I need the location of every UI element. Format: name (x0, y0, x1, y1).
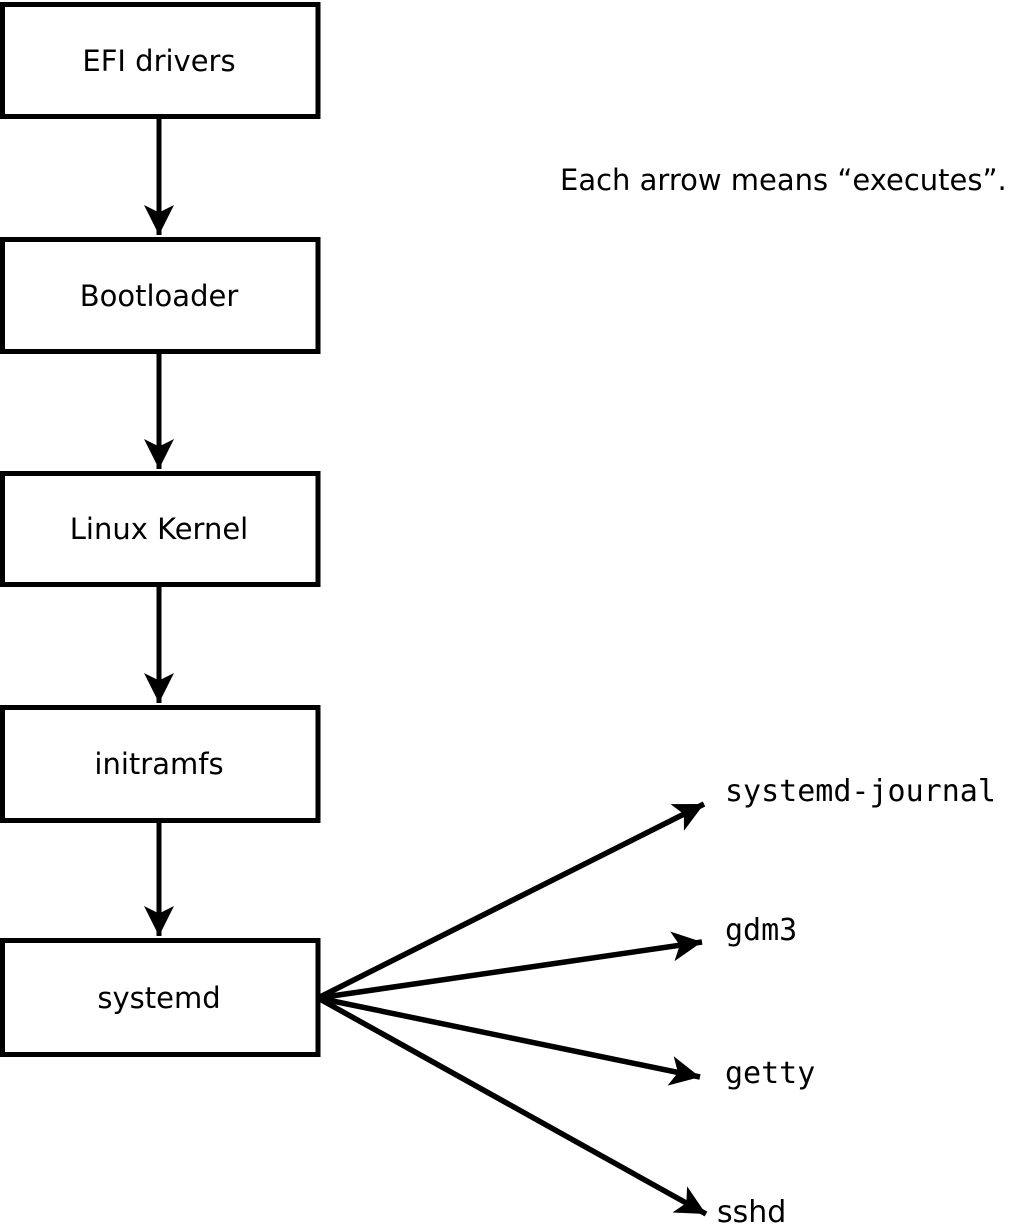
legend-note: Each arrow means “executes”. (560, 163, 1007, 197)
label-sshd: sshd (717, 1195, 786, 1230)
box-label-bootloader: Bootloader (80, 279, 239, 313)
node-systemd: systemd (0, 938, 321, 1057)
box-initramfs (0, 705, 321, 823)
box-efi-drivers (0, 2, 321, 119)
node-bootloader: Bootloader (0, 237, 321, 354)
box-bootloader (0, 237, 321, 354)
arrow-systemd-to-gdm3 (317, 931, 703, 1001)
node-efi-drivers: EFI drivers (0, 2, 321, 119)
label-getty: getty (725, 1056, 815, 1091)
node-linux-kernel: Linux Kernel (0, 471, 321, 587)
box-label-systemd: systemd (97, 981, 220, 1015)
box-linux-kernel (0, 471, 321, 587)
box-label-efi-drivers: EFI drivers (82, 44, 235, 78)
box-label-initramfs: initramfs (94, 747, 223, 781)
arrow-systemd-to-getty (317, 995, 701, 1086)
box-systemd (0, 938, 321, 1057)
arrow-systemd-to-sshd (316, 995, 708, 1217)
node-initramfs: initramfs (0, 705, 321, 823)
box-label-linux-kernel: Linux Kernel (70, 512, 248, 546)
arrow-systemd-to-journal (316, 801, 706, 1001)
label-gdm3: gdm3 (725, 913, 797, 948)
label-systemd-journal: systemd-journal (725, 774, 996, 809)
